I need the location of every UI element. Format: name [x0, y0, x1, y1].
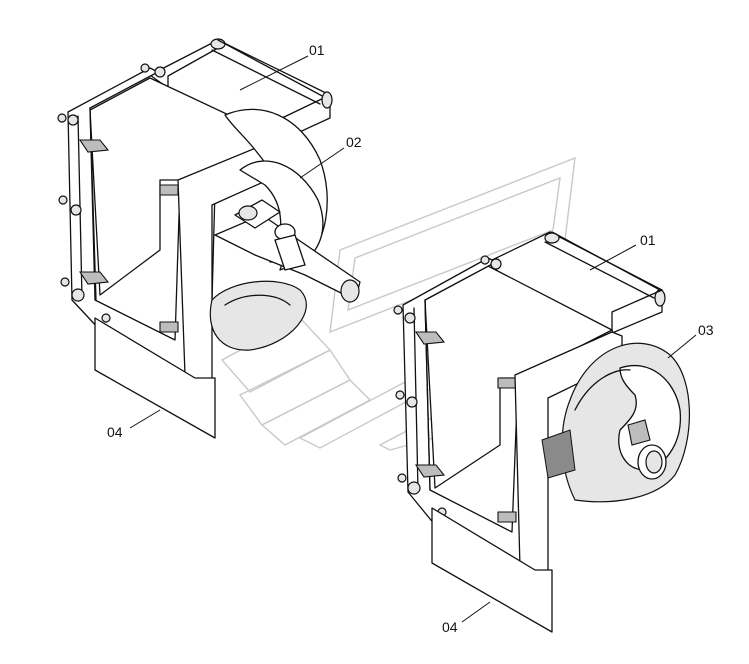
- callout-label: 02: [346, 134, 362, 150]
- left-shaft: [214, 199, 361, 303]
- callout-left-02: 02: [299, 134, 362, 179]
- callout-label: 03: [698, 322, 714, 338]
- callout-label: 04: [442, 619, 458, 635]
- callout-left-04: 04: [107, 409, 161, 440]
- left-assembly: [57, 38, 361, 439]
- right-assembly: [393, 231, 690, 633]
- right-gearbox: [541, 342, 690, 503]
- left-impeller: [209, 108, 328, 351]
- left-lower-shield: [94, 317, 216, 439]
- callout-right-03: 03: [667, 322, 714, 359]
- callout-right-04: 04: [442, 601, 491, 635]
- left-tab-upper: [78, 139, 110, 153]
- callout-right-01: 01: [589, 232, 656, 271]
- callout-label: 04: [107, 424, 123, 440]
- callout-left-01: 01: [239, 42, 325, 91]
- right-lower-shield: [431, 507, 553, 633]
- callout-label: 01: [309, 42, 325, 58]
- callout-label: 01: [640, 232, 656, 248]
- left-tab-lower: [78, 271, 110, 285]
